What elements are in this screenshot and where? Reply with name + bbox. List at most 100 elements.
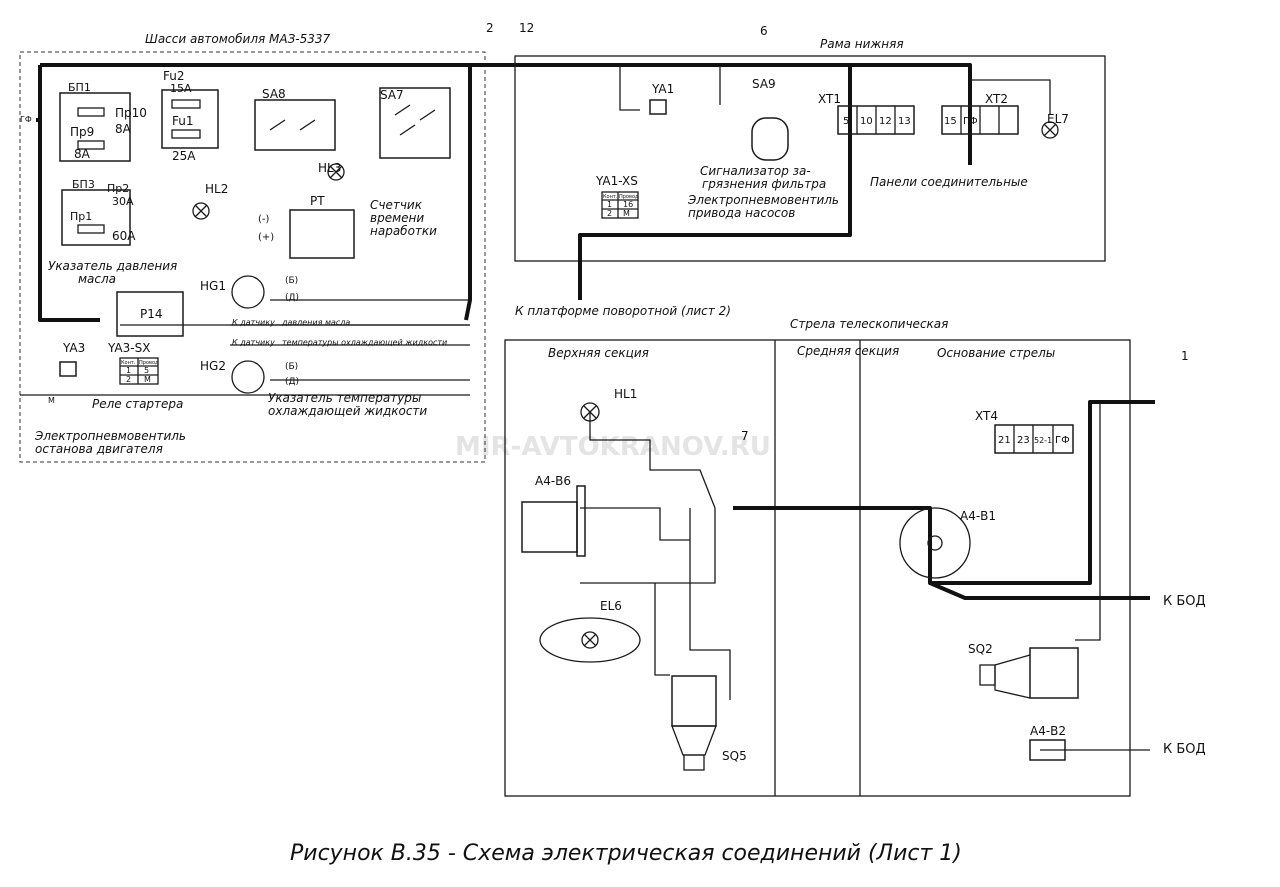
- filter-line2: грязнения фильтра: [702, 177, 826, 191]
- ya1-r2c2: М: [623, 209, 630, 218]
- fu2-rating: 15А: [170, 82, 192, 95]
- figure-caption: Рисунок В.35 - Схема электрическая соеди…: [290, 841, 962, 866]
- relay-p14: P14: [116, 291, 184, 337]
- sensor-leads: К датчику давления масла К датчику темпе…: [232, 318, 447, 347]
- lamp-hl3: HL3: [318, 161, 345, 181]
- ya3-head-contact: Конт.: [121, 360, 136, 366]
- pr2-rating: 30А: [112, 195, 134, 208]
- lamp-hl2: HL2: [192, 182, 228, 220]
- boom-frame: Стрела телескопическая Верхняя секция Ср…: [504, 317, 1131, 797]
- xt4-t4: ГФ: [1055, 435, 1070, 446]
- counter-line3: наработки: [370, 224, 437, 238]
- xt1-label: XT1: [818, 92, 841, 106]
- ya1-head-wire: Провод: [619, 194, 639, 200]
- middle-section-title: Средняя секция: [797, 344, 899, 358]
- bp1-label: БП1: [68, 81, 91, 94]
- ya1-r2c1: 2: [607, 209, 612, 218]
- ya3-r2c1: 2: [126, 375, 131, 384]
- filter-line1: Сигнализатор за-: [700, 164, 811, 178]
- a4-b1-label: А4-В1: [960, 509, 996, 523]
- pr1-rating: 60А: [112, 229, 136, 243]
- switch-sq5: SQ5: [671, 675, 747, 771]
- ya1-r1c1: 1: [607, 200, 612, 209]
- m-mark-ya3: М: [48, 396, 55, 405]
- counter-pt: PT (-) (+) Счетчик времени наработки: [258, 194, 437, 259]
- bp3-label: БП3: [72, 178, 95, 191]
- fuse-block-bp1: БП1 Пр10 8А Пр9 8А: [59, 81, 147, 162]
- hl2-label: HL2: [205, 182, 228, 196]
- sq5-label: SQ5: [722, 749, 747, 763]
- watermark: MIR-AVTOKRANOV.RU: [455, 432, 771, 462]
- boom-base-title: Основание стрелы: [937, 346, 1055, 360]
- fuse-block-fu: Fu2 15А Fu1 25А: [161, 69, 219, 163]
- k-bod-lower: К БОД: [1163, 742, 1206, 757]
- harness-6: 6: [760, 24, 768, 38]
- frame-lower-harness: [578, 63, 1051, 300]
- oil-sensor-text: давления масла: [281, 318, 350, 327]
- harness-7: 7: [741, 429, 749, 443]
- temp-gauge-line1: Указатель температуры: [268, 391, 421, 405]
- valve-ya1: YA1 YA1-XS Конт. Провод 1 16 2 М Электро…: [595, 82, 839, 220]
- pump-valve-line1: Электропневмовентиль: [687, 193, 839, 207]
- hg1-label: HG1: [200, 279, 226, 293]
- upper-section-title: Верхняя секция: [548, 346, 649, 360]
- panels-label: Панели соединительные: [870, 175, 1028, 189]
- counter-line2: времени: [370, 211, 424, 225]
- ya3-r2c2: М: [144, 375, 151, 384]
- ya1-head-contact: Конт.: [603, 194, 618, 200]
- fu1-rating: 25А: [172, 149, 196, 163]
- pt-plus: (+): [258, 232, 274, 243]
- sq2-label: SQ2: [968, 642, 993, 656]
- xt4-t2: 23: [1017, 435, 1030, 446]
- el6-label: EL6: [600, 599, 622, 613]
- oil-gauge-line1: Указатель давления: [48, 259, 177, 273]
- harness-1: 1: [1181, 349, 1189, 363]
- hl1-label: HL1: [614, 387, 637, 401]
- switch-sa8: SA8: [254, 87, 336, 151]
- counter-line1: Счетчик: [370, 198, 423, 212]
- a4-b6-label: А4-В6: [535, 474, 571, 488]
- oil-gauge-line2: масла: [78, 272, 116, 286]
- switch-sa7: SA7: [379, 87, 451, 159]
- fuse-block-bp3: БП3 Пр2 30А Пр1 60А: [61, 178, 136, 246]
- pt-label: PT: [310, 194, 325, 208]
- hg2-label: HG2: [200, 359, 226, 373]
- starter-relay-label: Реле стартера: [92, 397, 183, 411]
- pr10-rating: 8А: [115, 122, 132, 136]
- pump-valve-line2: привода насосов: [688, 206, 795, 220]
- a4-b2-label: А4-В2: [1030, 724, 1066, 738]
- p14-label: P14: [140, 307, 163, 321]
- temp-sensor-text: температуры охлаждающей жидкости: [282, 338, 447, 347]
- chassis-harness: [20, 63, 620, 396]
- lamp-el7: EL7: [1041, 112, 1069, 139]
- boom-title: Стрела телескопическая: [790, 317, 948, 331]
- xt4-t3: 52-1: [1034, 436, 1052, 445]
- sa8-label: SA8: [262, 87, 286, 101]
- ya3-r1c2: 5: [144, 366, 149, 375]
- xt1-t4: 13: [898, 116, 911, 127]
- sensor-sa9: SA9 Сигнализатор за- грязнения фильтра: [700, 77, 826, 191]
- stop-valve-line1: Электропневмовентиль: [34, 429, 186, 443]
- ya3-sx-label: YA3-SX: [107, 341, 150, 355]
- sensor-a4-b1: А4-В1: [899, 507, 996, 579]
- fu2-label: Fu2: [163, 69, 185, 83]
- xt4-label: XT4: [975, 409, 998, 423]
- switch-sq2: SQ2: [968, 642, 1079, 699]
- pr9-label: Пр9: [70, 125, 94, 139]
- ya1-xs-label: YA1-XS: [595, 174, 638, 188]
- platform-link-label: К платформе поворотной (лист 2): [515, 304, 731, 318]
- harness-2: 2: [486, 21, 494, 35]
- hg1-d: (Д): [285, 293, 299, 303]
- sa9-label: SA9: [752, 77, 776, 91]
- chassis-frame: Шасси автомобиля МАЗ-5337: [19, 32, 486, 463]
- terminal-xt4: XT4 21 23 52-1 ГФ: [975, 409, 1074, 454]
- ya3-head-wire: Провод: [139, 360, 159, 366]
- xt2-t2: ГФ: [963, 116, 978, 127]
- fu1-label: Fu1: [172, 114, 194, 128]
- chassis-frame-title: Шасси автомобиля МАЗ-5337: [145, 32, 331, 46]
- pr2-label: Пр2: [107, 182, 129, 195]
- lamp-el6: EL6: [539, 599, 641, 663]
- pr10-label: Пр10: [115, 106, 147, 120]
- sensor-a4-b2: А4-В2: [1029, 724, 1066, 761]
